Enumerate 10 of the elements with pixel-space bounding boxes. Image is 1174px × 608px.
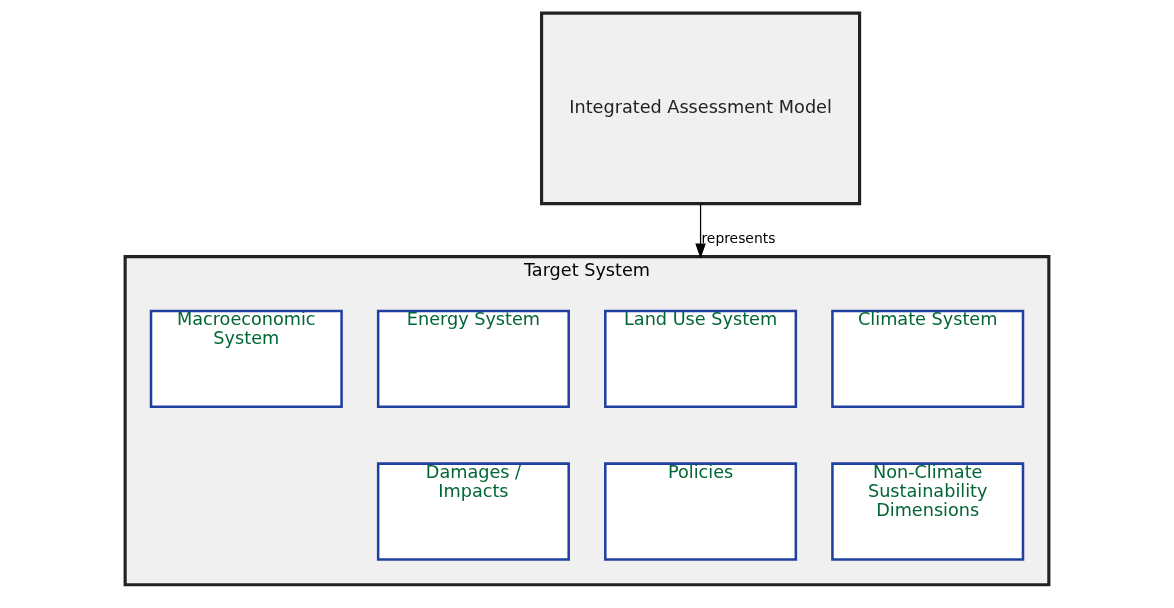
node-box: Policies	[604, 462, 798, 561]
edge-label: represents	[701, 229, 776, 246]
node-box: Land Use System	[604, 309, 798, 409]
arrow	[695, 203, 706, 259]
node-box: Macroeconomic System	[149, 309, 343, 409]
node-box: Integrated Assessment Model	[540, 11, 862, 206]
node-box: Climate System	[831, 309, 1025, 409]
node-box: Energy System	[376, 309, 570, 409]
node-box: Damages / Impacts	[376, 462, 570, 561]
node-box: Non-Climate Sustainability Dimensions	[831, 462, 1025, 561]
